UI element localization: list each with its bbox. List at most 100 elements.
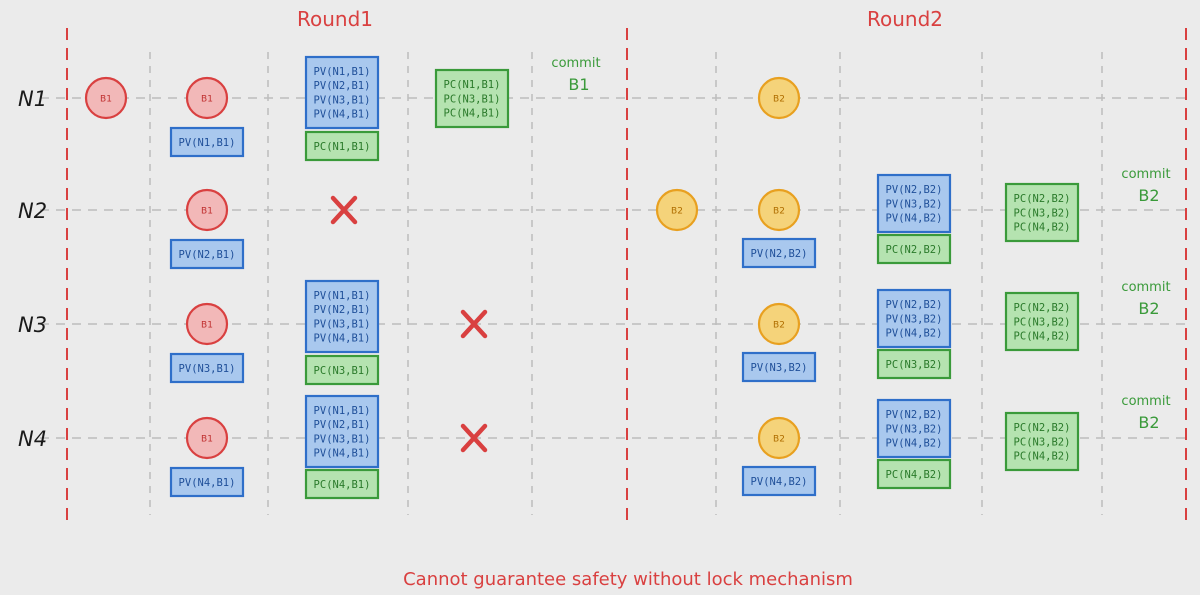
commit-block-n3: B2: [1138, 299, 1159, 318]
precommit-box: [304, 354, 380, 386]
prevote-box-line: PV(N4,B2): [886, 438, 943, 450]
precommit-box-line: PC(N4,B2): [1014, 451, 1071, 463]
prevote-box: [876, 398, 952, 459]
precommit-box-line: PC(N4,B2): [1014, 222, 1071, 234]
failure-cross-icon: [460, 423, 488, 453]
commit-word-n1: commit: [551, 56, 600, 71]
prevote-box-line: PV(N2,B2): [886, 299, 943, 311]
round-title-1: Round1: [297, 7, 373, 31]
failure-cross-stroke: [330, 195, 358, 225]
prevote-box: [169, 466, 245, 498]
node-label-n1: N1: [18, 87, 47, 111]
proposal-circle-label: B1: [100, 95, 112, 105]
precommit-box-line: PC(N2,B2): [1014, 422, 1071, 434]
prevote-box: [876, 173, 952, 234]
prevote-box: [169, 238, 245, 270]
proposal-circle: [185, 302, 229, 346]
proposal-circle-label: B1: [201, 95, 213, 105]
precommit-box-line: PC(N4,B1): [444, 108, 501, 120]
prevote-box-line: PV(N4,B1): [314, 448, 371, 460]
proposal-circle-label: B1: [201, 435, 213, 445]
failure-cross-stroke: [460, 423, 488, 453]
prevote-box-line: PV(N4,B1): [314, 333, 371, 345]
proposal-circle-label: B1: [201, 321, 213, 331]
precommit-box-line: PC(N4,B2): [886, 469, 943, 481]
precommit-box: [434, 68, 510, 129]
node-label-n4: N4: [18, 427, 47, 451]
prevote-box: [304, 55, 380, 130]
round-dividers: [66, 28, 1187, 520]
prevote-box-line: PV(N3,B2): [886, 423, 943, 435]
proposal-circle-label: B2: [773, 321, 785, 331]
proposal-circle: [757, 416, 801, 460]
proposal-circle-label: B1: [201, 207, 213, 217]
commit-block-n4: B2: [1138, 413, 1159, 432]
precommit-box-line: PC(N3,B2): [1014, 207, 1071, 219]
prevote-box-line: PV(N3,B2): [886, 313, 943, 325]
precommit-box: [1004, 411, 1080, 472]
prevote-box: [741, 465, 817, 497]
prevote-box-line: PV(N3,B2): [886, 198, 943, 210]
diagram-caption: Cannot guarantee safety without lock mec…: [403, 569, 853, 590]
prevote-box: [169, 126, 245, 158]
failure-cross-icon: [330, 195, 358, 225]
failure-crosses: [330, 195, 488, 453]
precommit-box-line: PC(N3,B1): [314, 365, 371, 377]
prevote-box-line: PV(N1,B1): [314, 66, 371, 78]
precommit-box-line: PC(N4,B1): [314, 479, 371, 491]
prevote-box-line: PV(N4,B2): [886, 213, 943, 225]
precommit-box-line: PC(N3,B1): [444, 93, 501, 105]
failure-cross-icon: [460, 309, 488, 339]
prevote-box: [169, 352, 245, 384]
precommit-box-line: PC(N2,B2): [1014, 302, 1071, 314]
failure-cross-stroke: [460, 309, 488, 339]
commit-block-n1: B1: [568, 75, 589, 94]
precommit-box: [304, 130, 380, 162]
prevote-box-line: PV(N3,B1): [314, 94, 371, 106]
proposal-circle: [757, 76, 801, 120]
precommit-box-line: PC(N1,B1): [314, 141, 371, 153]
precommit-box: [876, 348, 952, 380]
prevote-box-line: PV(N1,B1): [314, 405, 371, 417]
prevote-box-line: PV(N1,B1): [314, 290, 371, 302]
proposal-circle: [84, 76, 128, 120]
prevote-box-line: PV(N2,B2): [751, 248, 808, 260]
prevote-box-line: PV(N2,B1): [314, 80, 371, 92]
precommit-box-line: PC(N3,B2): [886, 359, 943, 371]
precommit-box-line: PC(N2,B2): [886, 244, 943, 256]
commit-word-n3: commit: [1121, 280, 1170, 295]
proposal-circle-label: B2: [671, 207, 683, 217]
proposal-circle: [185, 188, 229, 232]
round-titles: Round1 Round2: [297, 7, 943, 31]
prevote-box-line: PV(N3,B1): [179, 363, 236, 375]
prevote-box-line: PV(N2,B1): [179, 249, 236, 261]
prevote-box: [876, 288, 952, 349]
precommit-box: [304, 468, 380, 500]
prevote-box-line: PV(N3,B2): [751, 362, 808, 374]
proposal-circle-label: B2: [773, 95, 785, 105]
node-label-n3: N3: [18, 313, 47, 337]
precommit-box: [1004, 182, 1080, 243]
prevote-box-line: PV(N2,B1): [314, 419, 371, 431]
proposal-circle-label: B2: [773, 207, 785, 217]
proposal-circle: [655, 188, 699, 232]
prevote-box: [304, 279, 380, 354]
commit-word-n4: commit: [1121, 394, 1170, 409]
prevote-box-line: PV(N2,B1): [314, 304, 371, 316]
precommit-box-line: PC(N3,B2): [1014, 436, 1071, 448]
precommit-box-line: PC(N4,B2): [1014, 331, 1071, 343]
commit-block-n2: B2: [1138, 186, 1159, 205]
round-title-2: Round2: [867, 7, 943, 31]
prevote-box-line: PV(N2,B2): [886, 409, 943, 421]
precommit-box: [876, 233, 952, 265]
prevote-box-line: PV(N4,B2): [886, 328, 943, 340]
proposal-circle: [185, 416, 229, 460]
prevote-box: [741, 237, 817, 269]
vote-boxes: PV(N1,B1) PV(N2,B1) PV(N3,B1) PV(N4,B1) PV(N…: [169, 55, 1080, 500]
node-label-n2: N2: [18, 199, 47, 223]
